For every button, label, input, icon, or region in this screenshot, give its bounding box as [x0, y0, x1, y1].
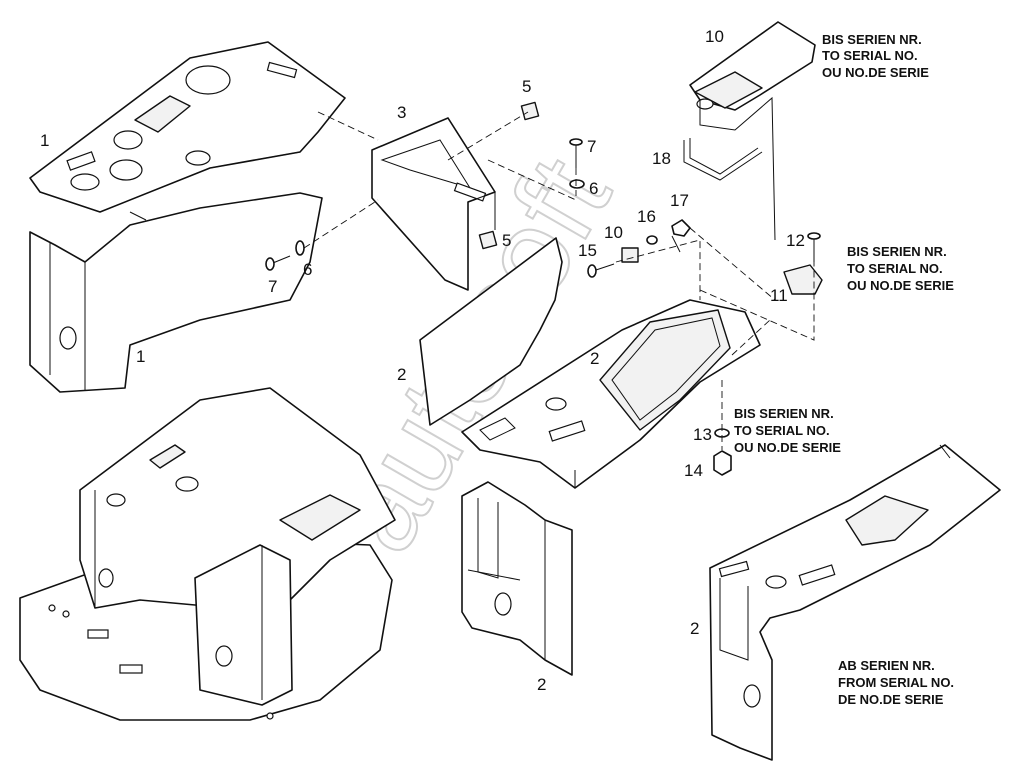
- assembly-lines: [303, 111, 815, 450]
- callout-5: 5: [502, 231, 511, 250]
- svg-text:BIS SERIEN NR.: BIS SERIEN NR.: [822, 32, 922, 47]
- part-1-upper-cover: [29, 41, 346, 213]
- callout-10: 10: [604, 223, 623, 242]
- serial-note-mid-right: BIS SERIEN NR. TO SERIAL NO. OU NO.DE SE…: [847, 244, 954, 293]
- callouts: 1 1 2 2 2 2 3 5 5 6 6 7 7 10 10 11 12 13…: [40, 27, 805, 694]
- callout-13: 13: [693, 425, 712, 444]
- part-10-lid: [689, 21, 816, 241]
- part-2-console-top: [461, 299, 761, 489]
- svg-text:DE NO.DE SERIE: DE NO.DE SERIE: [838, 692, 944, 707]
- svg-text:TO SERIAL NO.: TO SERIAL NO.: [847, 261, 943, 276]
- callout-1: 1: [40, 131, 49, 150]
- svg-text:OU NO.DE SERIE: OU NO.DE SERIE: [822, 65, 929, 80]
- full-assembly: [19, 387, 396, 721]
- callout-7: 7: [268, 277, 277, 296]
- serial-note-bottom-right: AB SERIEN NR. FROM SERIAL NO. DE NO.DE S…: [838, 658, 954, 707]
- part-3-bracket: [371, 117, 496, 291]
- svg-text:FROM SERIAL NO.: FROM SERIAL NO.: [838, 675, 954, 690]
- leader-lines: [129, 211, 681, 581]
- fasteners: [265, 101, 823, 476]
- part-1-side-panel: [29, 192, 323, 393]
- callout-16: 16: [637, 207, 656, 226]
- callout-1: 1: [136, 347, 145, 366]
- callout-11: 11: [770, 286, 788, 305]
- callout-2: 2: [690, 619, 699, 638]
- callout-12: 12: [786, 231, 805, 250]
- part-2-gasket: [419, 237, 563, 426]
- svg-text:TO SERIAL NO.: TO SERIAL NO.: [734, 423, 830, 438]
- svg-text:BIS SERIEN NR.: BIS SERIEN NR.: [847, 244, 947, 259]
- svg-text:TO SERIAL NO.: TO SERIAL NO.: [822, 48, 918, 63]
- callout-10: 10: [705, 27, 724, 46]
- serial-note-center-right: BIS SERIEN NR. TO SERIAL NO. OU NO.DE SE…: [734, 406, 841, 455]
- svg-text:OU NO.DE SERIE: OU NO.DE SERIE: [734, 440, 841, 455]
- callout-6: 6: [303, 260, 312, 279]
- serial-note-top-right: BIS SERIEN NR. TO SERIAL NO. OU NO.DE SE…: [822, 32, 929, 80]
- callout-14: 14: [684, 461, 703, 480]
- callout-17: 17: [670, 191, 689, 210]
- callout-6: 6: [589, 179, 598, 198]
- callout-2: 2: [537, 675, 546, 694]
- svg-text:OU NO.DE SERIE: OU NO.DE SERIE: [847, 278, 954, 293]
- callout-2: 2: [590, 349, 599, 368]
- part-18-seal: [683, 138, 763, 181]
- callout-3: 3: [397, 103, 406, 122]
- svg-text:BIS SERIEN NR.: BIS SERIEN NR.: [734, 406, 834, 421]
- svg-text:AB SERIEN NR.: AB SERIEN NR.: [838, 658, 935, 673]
- callout-18: 18: [652, 149, 671, 168]
- callout-7: 7: [587, 137, 596, 156]
- part-2-front-panel: [461, 481, 573, 676]
- callout-2: 2: [397, 365, 406, 384]
- callout-5: 5: [522, 77, 531, 96]
- console-variant: [709, 444, 1001, 761]
- callout-15: 15: [578, 241, 597, 260]
